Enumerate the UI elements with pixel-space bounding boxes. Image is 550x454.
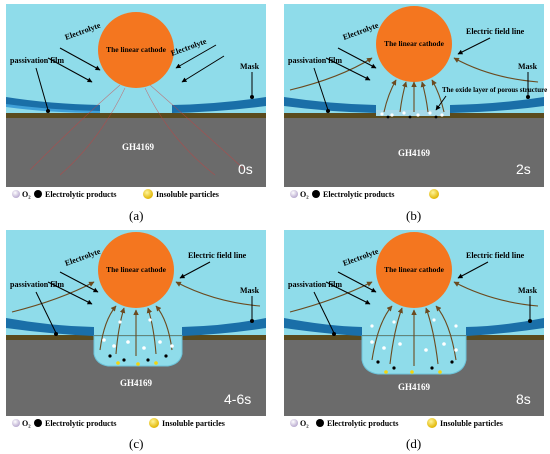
passivation-label: passivation film (288, 56, 342, 65)
mask-label: Mask (518, 286, 538, 295)
panel-caption: (a) (129, 208, 143, 223)
o2-icon (12, 419, 20, 427)
time-label: 2s (516, 161, 531, 177)
machined-groove (93, 335, 183, 367)
particles (102, 318, 174, 366)
arrows (35, 44, 253, 111)
mask-right (172, 97, 266, 113)
passivation-label: passivation film (10, 280, 64, 289)
electrolytic-product-icon (316, 419, 324, 427)
o2-icon (12, 190, 20, 198)
oxide-layer (376, 110, 450, 116)
time-label: 0s (238, 161, 253, 177)
field-lines (289, 57, 539, 113)
svg-text:Electrolytic products: Electrolytic products (45, 190, 116, 199)
workpiece-label: GH4169 (122, 142, 155, 152)
panel-c: The linear cathode GH4169 4-6s Electroly… (6, 230, 266, 451)
insoluble-particle-icon (143, 189, 153, 199)
field-line-label: Electric field line (466, 27, 525, 36)
particles (380, 111, 444, 119)
field-lines-faint (29, 84, 246, 176)
mask-left (284, 318, 362, 336)
mask-left (284, 97, 376, 113)
insoluble-particle-icon (149, 418, 159, 428)
mask-right (182, 318, 266, 336)
panel-caption: (d) (406, 436, 421, 451)
svg-text:Electrolytic products: Electrolytic products (323, 190, 394, 199)
linear-cathode (376, 6, 452, 82)
cathode-label: The linear cathode (384, 265, 445, 274)
electrolytic-product-icon (34, 190, 42, 198)
workpiece-label: GH4169 (398, 382, 431, 392)
time-label: 4-6s (224, 391, 251, 407)
mask-label: Mask (240, 286, 260, 295)
electrolytic-product-icon (34, 419, 42, 427)
insoluble-particle-icon (427, 418, 437, 428)
mask-label: Mask (240, 62, 260, 71)
mask-right (450, 97, 544, 113)
panel-caption: (b) (406, 208, 421, 223)
svg-text:Insoluble particles: Insoluble particles (440, 419, 503, 428)
mask-left (6, 97, 100, 113)
time-label: 8s (516, 391, 531, 407)
svg-text:Electrolytic products: Electrolytic products (45, 419, 116, 428)
mask-right (466, 318, 544, 336)
panel-d: The linear cathode GH4169 8s Electrolyte… (284, 230, 544, 451)
field-line-label: Electric field line (466, 251, 525, 260)
linear-cathode (98, 232, 174, 308)
panel-caption: (c) (129, 436, 143, 451)
oxide-label: The oxide layer of porous structure (442, 86, 547, 94)
o2-icon (290, 190, 298, 198)
workpiece (284, 118, 544, 187)
svg-text:O₂: O₂ (300, 190, 309, 199)
passivation-label: passivation film (288, 280, 342, 289)
cathode-label: The linear cathode (106, 45, 167, 54)
svg-text:O₂: O₂ (22, 190, 31, 199)
passivation-label: passivation film (10, 56, 64, 65)
insoluble-particle-icon (429, 189, 439, 199)
svg-text:O₂: O₂ (300, 419, 309, 428)
workpiece-label: GH4169 (398, 148, 431, 158)
mask-label: Mask (518, 62, 538, 71)
passivation-film (6, 113, 266, 118)
linear-cathode (376, 232, 452, 308)
svg-text:O₂: O₂ (22, 419, 31, 428)
workpiece (6, 118, 266, 187)
particles (370, 318, 458, 374)
panel-b: The linear cathode GH4169 2s Electrolyte… (284, 4, 547, 223)
electrolytic-product-icon (312, 190, 320, 198)
field-line-label: Electric field line (188, 251, 247, 260)
linear-cathode (98, 12, 174, 88)
panel-a: The linear cathode GH4169 0s Electrolyte… (6, 4, 266, 223)
mask-left (6, 318, 94, 336)
svg-text:Insoluble particles: Insoluble particles (156, 190, 219, 199)
svg-text:Insoluble particles: Insoluble particles (162, 419, 225, 428)
svg-text:Electrolytic products: Electrolytic products (327, 419, 398, 428)
workpiece-label: GH4169 (120, 378, 153, 388)
o2-icon (290, 419, 298, 427)
cathode-label: The linear cathode (384, 39, 445, 48)
cathode-label: The linear cathode (106, 265, 167, 274)
